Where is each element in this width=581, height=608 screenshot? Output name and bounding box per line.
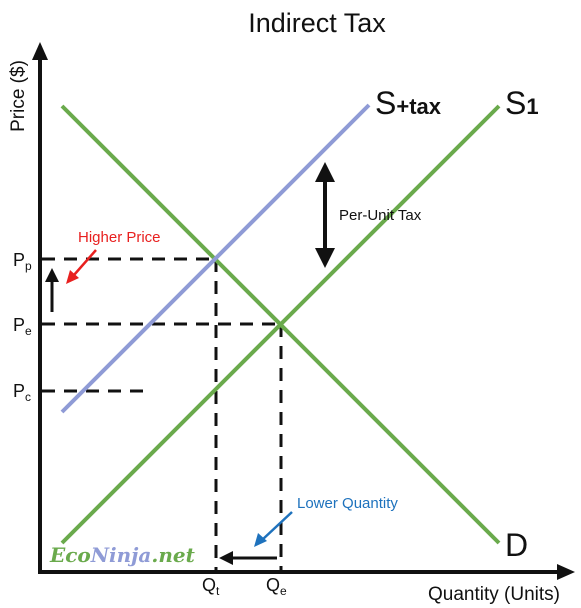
x-axis-label: Quantity (Units) <box>428 584 560 605</box>
per-unit-tax-arrow-icon <box>315 162 335 268</box>
higher-price-text: Higher Price <box>78 229 161 246</box>
dashed-guides <box>42 257 283 570</box>
supply-curve <box>60 104 501 545</box>
quantity-decrease-arrow-icon <box>219 551 277 565</box>
econinja-logo: EcoNinja.net <box>49 543 196 567</box>
price-tick-pc: Pc <box>13 381 31 404</box>
price-tick-pe: Pe <box>13 315 32 338</box>
x-axis-arrow-icon <box>557 564 575 580</box>
lower-quantity-pointer-icon <box>254 511 293 547</box>
y-axis-arrow-icon <box>32 42 48 60</box>
y-axis-label: Price ($) <box>8 60 29 132</box>
diagram-title: Indirect Tax <box>248 8 386 38</box>
axes <box>32 42 575 580</box>
quantity-tick-qt: Qt <box>202 575 220 598</box>
supply-tax-curve <box>60 103 371 414</box>
quantity-tick-qe: Qe <box>266 575 287 598</box>
price-tick-pp: Pp <box>13 250 32 273</box>
supply-label: S1 <box>505 85 539 121</box>
demand-label: D <box>505 527 528 563</box>
lower-quantity-text: Lower Quantity <box>297 495 398 512</box>
higher-price-pointer-icon <box>66 249 97 284</box>
supply-tax-label: S+tax <box>375 85 442 121</box>
per-unit-tax-text: Per-Unit Tax <box>339 207 422 224</box>
price-increase-arrow-icon <box>45 268 59 312</box>
